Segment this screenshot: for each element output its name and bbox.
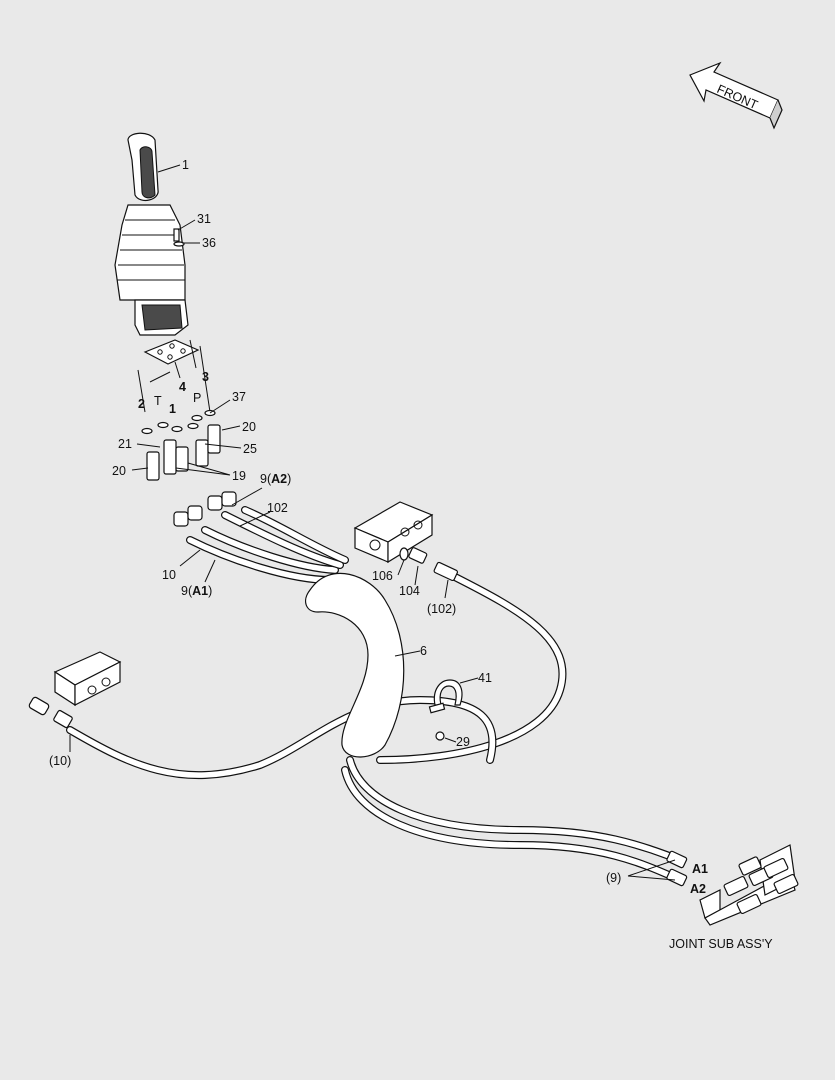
label-9-A2: 9(A2) <box>260 472 291 486</box>
caption-joint-sub-assy: JOINT SUB ASS'Y <box>669 937 773 951</box>
clamp-41 <box>428 679 463 741</box>
bolt-31 <box>173 228 185 247</box>
port-T: T <box>154 394 162 408</box>
leader-lines <box>69 164 676 881</box>
hose-fittings <box>173 491 237 527</box>
valve-plate <box>143 339 200 365</box>
label-A2: A2 <box>690 882 706 896</box>
joint-sub-assembly <box>666 844 799 926</box>
label-36: 36 <box>202 236 216 250</box>
label-10-ref: (10) <box>49 754 71 768</box>
label-102-ref: (102) <box>427 602 456 616</box>
port-4: 4 <box>179 380 186 394</box>
label-20-upper: 20 <box>242 420 256 434</box>
port-P: P <box>193 391 201 405</box>
label-10: 10 <box>162 568 176 582</box>
adapters <box>146 424 221 481</box>
protective-sleeve <box>304 572 405 758</box>
label-106: 106 <box>372 569 393 583</box>
port-block-left <box>28 651 122 729</box>
joystick-assembly <box>114 132 189 336</box>
label-1: 1 <box>182 158 189 172</box>
label-19: 19 <box>232 469 246 483</box>
label-37: 37 <box>232 390 246 404</box>
front-arrow-icon: FRONT <box>689 61 783 130</box>
label-31: 31 <box>197 212 211 226</box>
label-25: 25 <box>243 442 257 456</box>
label-6: 6 <box>420 644 427 658</box>
label-21: 21 <box>118 437 132 451</box>
port-block-right <box>353 501 434 564</box>
port-1: 1 <box>169 402 176 416</box>
label-A1: A1 <box>692 862 708 876</box>
port-3: 3 <box>202 370 209 384</box>
label-41: 41 <box>478 671 492 685</box>
label-102: 102 <box>267 501 288 515</box>
label-9-ref: (9) <box>606 871 621 885</box>
callout-labels: 1 31 36 3 4 P T 2 1 37 20 21 25 20 19 9(… <box>49 158 773 951</box>
label-9-A1: 9(A1) <box>181 584 212 598</box>
label-104: 104 <box>399 584 420 598</box>
o-rings <box>141 409 216 435</box>
port-2: 2 <box>138 397 145 411</box>
label-29: 29 <box>456 735 470 749</box>
fitting-104 <box>399 547 459 582</box>
label-20-lower: 20 <box>112 464 126 478</box>
hoses <box>66 506 684 884</box>
